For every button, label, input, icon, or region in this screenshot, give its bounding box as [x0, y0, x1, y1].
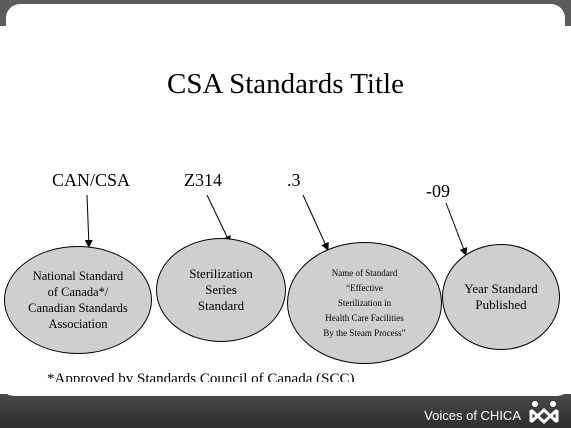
ellipse-name-of-standard: Name of Standard “Effective Sterilizatio… [287, 242, 442, 364]
arrow-year [445, 202, 468, 256]
footer-bar [0, 382, 571, 428]
arrow-can-csa [84, 194, 93, 248]
label-series: Z314 [184, 170, 222, 190]
ellipse-sterilization-series-text: Sterilization Series Standard [189, 266, 253, 313]
arrow-number [302, 194, 329, 251]
ellipse-year-published-text: Year Standard Published [464, 281, 538, 312]
slide-title: CSA Standards Title [167, 68, 404, 100]
label-can-csa: CAN/CSA [52, 170, 131, 190]
chica-logo-icon [529, 401, 559, 424]
ellipse-national-standard: National Standard of Canada*/ Canadian S… [4, 246, 152, 354]
footer-brand: Voices of CHICA [424, 408, 521, 423]
label-number: .3 [287, 170, 301, 190]
ellipse-year-published: Year Standard Published [442, 244, 560, 350]
label-year: -09 [426, 181, 450, 201]
ellipse-sterilization-series: Sterilization Series Standard [156, 238, 286, 342]
ellipse-name-of-standard-text: Name of Standard “Effective Sterilizatio… [323, 267, 406, 338]
ellipse-national-standard-text: National Standard of Canada*/ Canadian S… [28, 269, 128, 331]
arrow-series [206, 194, 231, 244]
